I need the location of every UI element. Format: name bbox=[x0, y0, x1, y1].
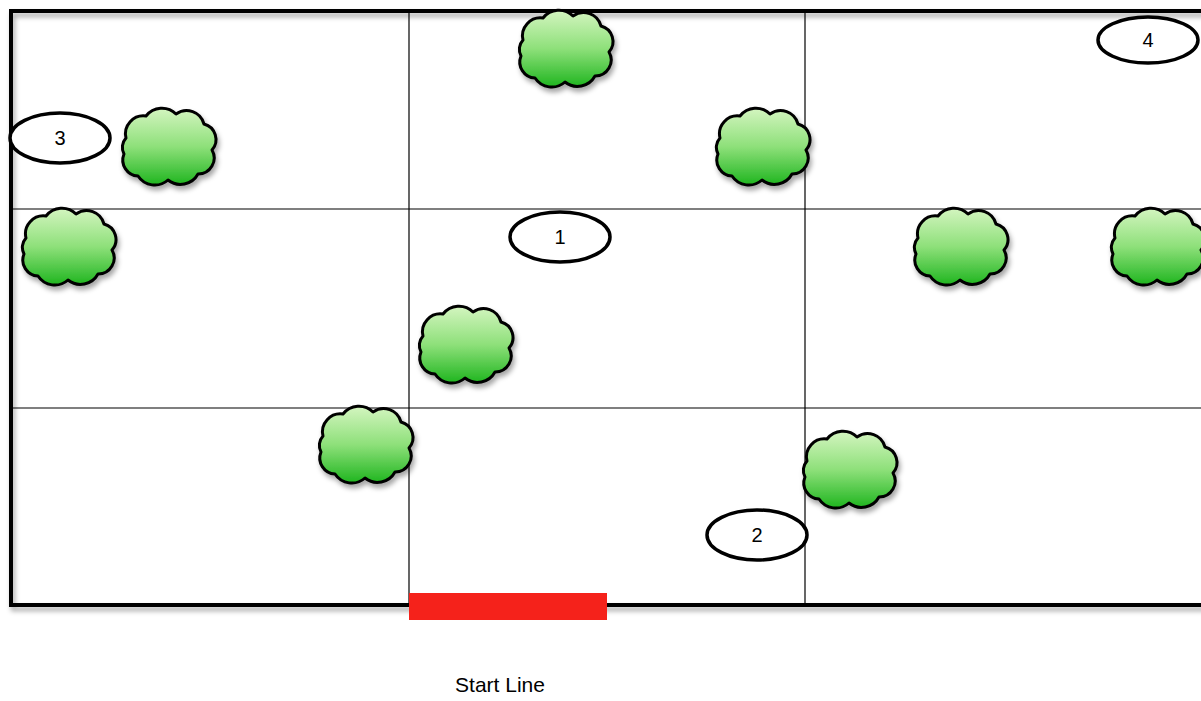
bush bbox=[1111, 208, 1201, 285]
marker-number: 3 bbox=[54, 126, 65, 150]
bush bbox=[122, 108, 216, 185]
start-line-bar bbox=[409, 593, 607, 620]
grid-line bbox=[10, 208, 1201, 209]
position-marker: 3 bbox=[8, 111, 112, 165]
grid-line bbox=[408, 10, 409, 606]
bush bbox=[803, 431, 897, 508]
grid-lines bbox=[10, 10, 1201, 606]
position-marker: 1 bbox=[508, 210, 612, 264]
bush bbox=[716, 108, 810, 185]
marker-number: 1 bbox=[554, 225, 565, 249]
bush bbox=[914, 208, 1008, 285]
position-marker: 2 bbox=[705, 508, 809, 562]
bush bbox=[419, 306, 513, 383]
field-border bbox=[11, 11, 1201, 605]
bush bbox=[319, 406, 413, 483]
bushes bbox=[22, 10, 1201, 508]
position-marker: 4 bbox=[1096, 15, 1200, 65]
marker-number: 4 bbox=[1142, 28, 1153, 52]
marker-outline bbox=[10, 113, 110, 163]
start-line-label: Start Line bbox=[455, 673, 545, 697]
grid-line bbox=[804, 10, 805, 606]
bush bbox=[519, 10, 613, 87]
marker-outline bbox=[1098, 17, 1198, 63]
marker-number: 2 bbox=[751, 523, 762, 547]
marker-outline bbox=[510, 212, 610, 262]
bush bbox=[22, 208, 116, 285]
grid-line bbox=[10, 407, 1201, 408]
marker-outline bbox=[707, 510, 807, 560]
